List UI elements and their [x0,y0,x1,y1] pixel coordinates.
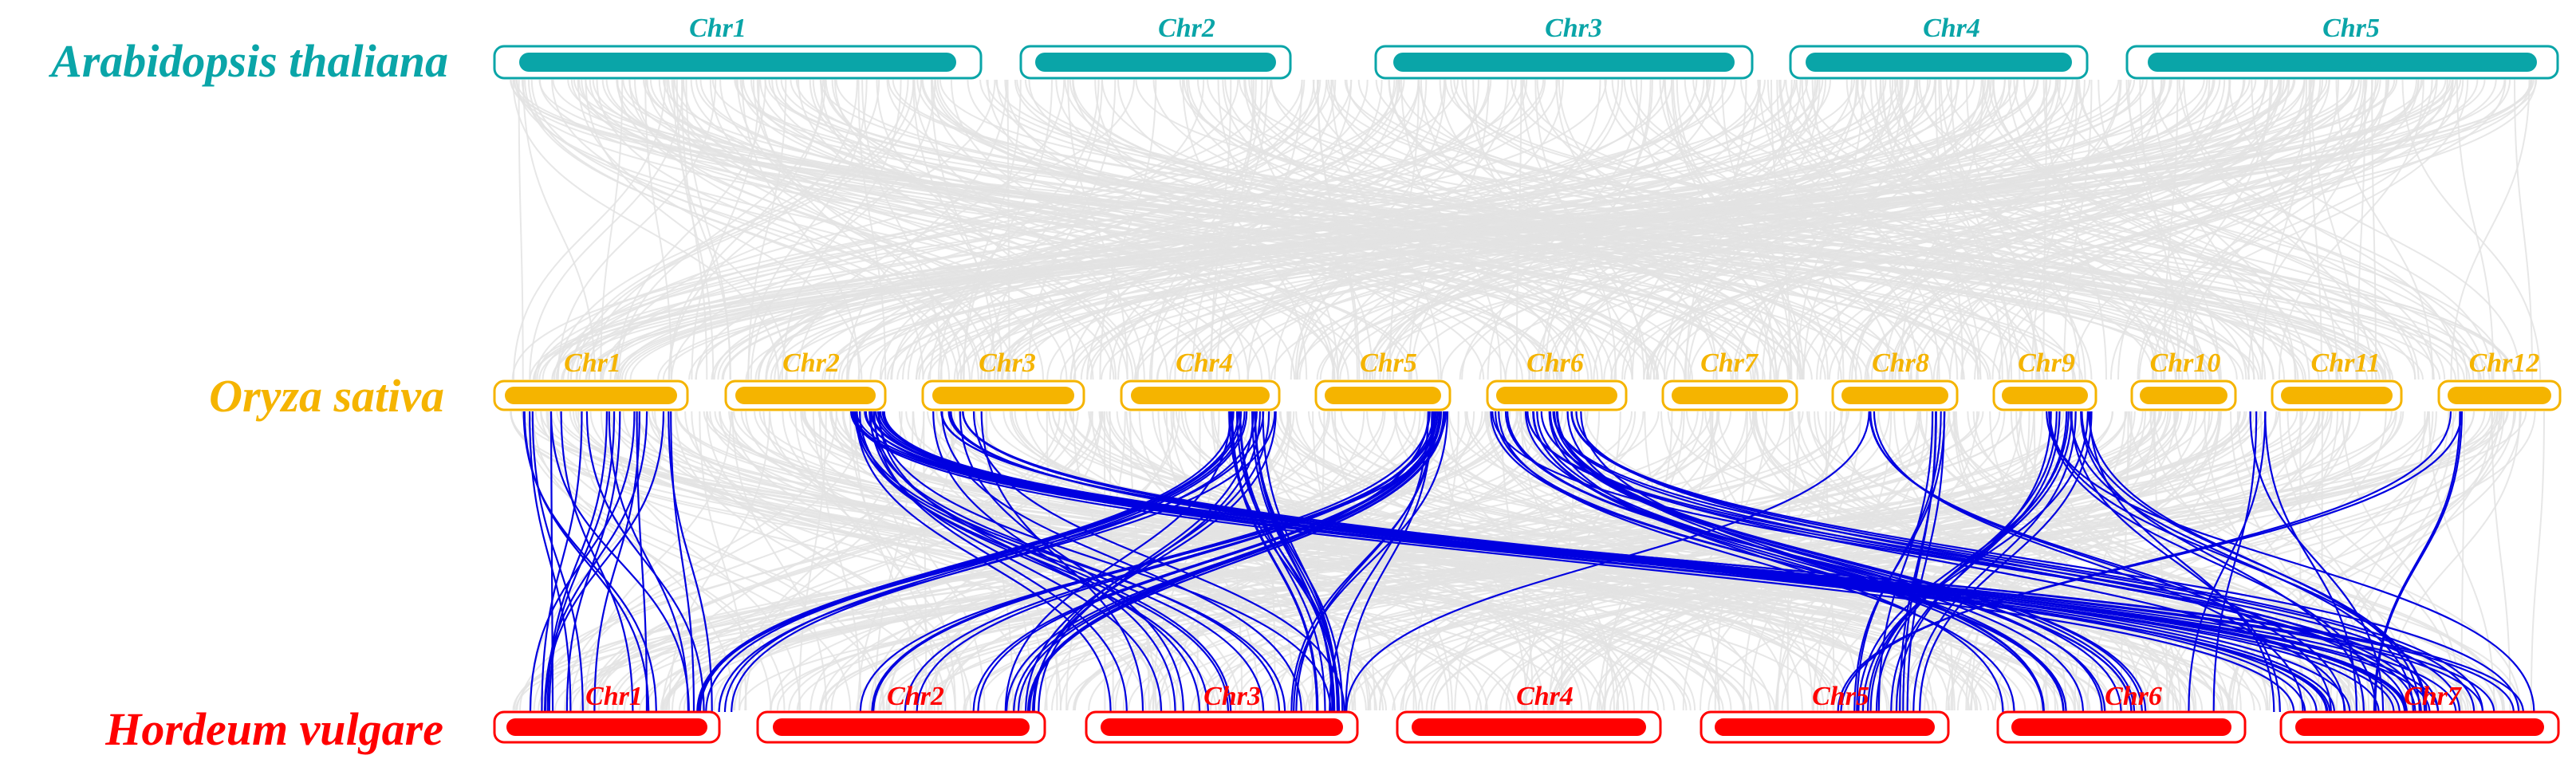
chromosome-label: Chr2 [1158,14,1215,43]
chromosome-os-chr12[interactable]: Chr12 [2437,348,2562,411]
chromosome-label: Chr8 [1872,348,1929,378]
chromosome-os-chr4[interactable]: Chr4 [1120,348,1281,411]
chromosome-os-chr7[interactable]: Chr7 [1661,348,1798,411]
chromosome-at-chr3[interactable]: Chr3 [1374,14,1754,80]
chromosome-at-chr4[interactable]: Chr4 [1789,14,2089,80]
chromosome-label: Chr2 [782,348,840,378]
chromosome-label: Chr5 [2322,14,2380,43]
chromosome-at-chr5[interactable]: Chr5 [2125,14,2559,80]
chromosome-label: Chr9 [2018,348,2075,378]
chromosome-at-chr1[interactable]: Chr1 [493,14,983,80]
species-label-oryza: Oryza sativa [209,370,444,422]
chromosome-row-hordeum: Chr1 Chr2 Chr3 Chr4 Chr5 Chr6 [493,682,2560,744]
background-synteny-links [510,79,2545,711]
species-label-hordeum: Hordeum vulgare [104,703,443,755]
highlighted-synteny-links [522,411,2535,713]
chromosome-label: Chr10 [2150,348,2221,378]
chromosome-label: Chr7 [1700,348,1759,378]
chromosome-hv-chr4[interactable]: Chr4 [1396,682,1662,744]
chromosome-os-chr11[interactable]: Chr11 [2271,348,2403,411]
chromosome-at-chr2[interactable]: Chr2 [1019,14,1292,80]
chromosome-row-oryza: Chr1 Chr2 Chr3 Chr4 Chr5 Chr6 [493,348,2562,411]
chromosome-label: Chr3 [1203,682,1261,711]
chromosome-hv-chr1[interactable]: Chr1 [493,682,721,744]
chromosome-label: Chr1 [689,14,746,43]
chromosome-row-arabidopsis: Chr1 Chr2 Chr3 Chr4 Chr5 [493,14,2559,80]
chromosome-label: Chr4 [1923,14,1980,43]
chromosome-os-chr9[interactable]: Chr9 [1992,348,2097,411]
chromosome-os-chr5[interactable]: Chr5 [1314,348,1451,411]
chromosome-hv-chr5[interactable]: Chr5 [1700,682,1950,744]
chromosome-label: Chr3 [1545,14,1602,43]
chromosome-label: Chr12 [2469,348,2540,378]
chromosome-hv-chr6[interactable]: Chr6 [1996,682,2247,744]
chromosome-hv-chr2[interactable]: Chr2 [756,682,1046,744]
chromosome-os-chr6[interactable]: Chr6 [1486,348,1628,411]
chromosome-label: Chr6 [1526,348,1584,378]
chromosome-label: Chr3 [979,348,1036,378]
chromosome-label: Chr2 [887,682,944,711]
chromosome-os-chr1[interactable]: Chr1 [493,348,689,411]
chromosome-label: Chr5 [1812,682,1869,711]
chromosome-label: Chr1 [585,682,643,711]
chromosome-os-chr8[interactable]: Chr8 [1831,348,1959,411]
chromosome-hv-chr3[interactable]: Chr3 [1085,682,1359,744]
chromosome-label: Chr6 [2105,682,2162,711]
chromosome-label: Chr11 [2311,348,2381,378]
chromosome-label: Chr4 [1516,682,1574,711]
species-label-arabidopsis: Arabidopsis thaliana [49,35,448,87]
chromosome-label: Chr4 [1176,348,1233,378]
chromosome-os-chr10[interactable]: Chr10 [2130,348,2237,411]
chromosome-os-chr2[interactable]: Chr2 [724,348,887,411]
chromosome-hv-chr7[interactable]: Chr7 [2279,682,2560,744]
chromosome-label: Chr7 [2404,682,2463,711]
chromosome-label: Chr5 [1360,348,1417,378]
chromosome-label: Chr1 [564,348,621,378]
chromosome-os-chr3[interactable]: Chr3 [921,348,1085,411]
